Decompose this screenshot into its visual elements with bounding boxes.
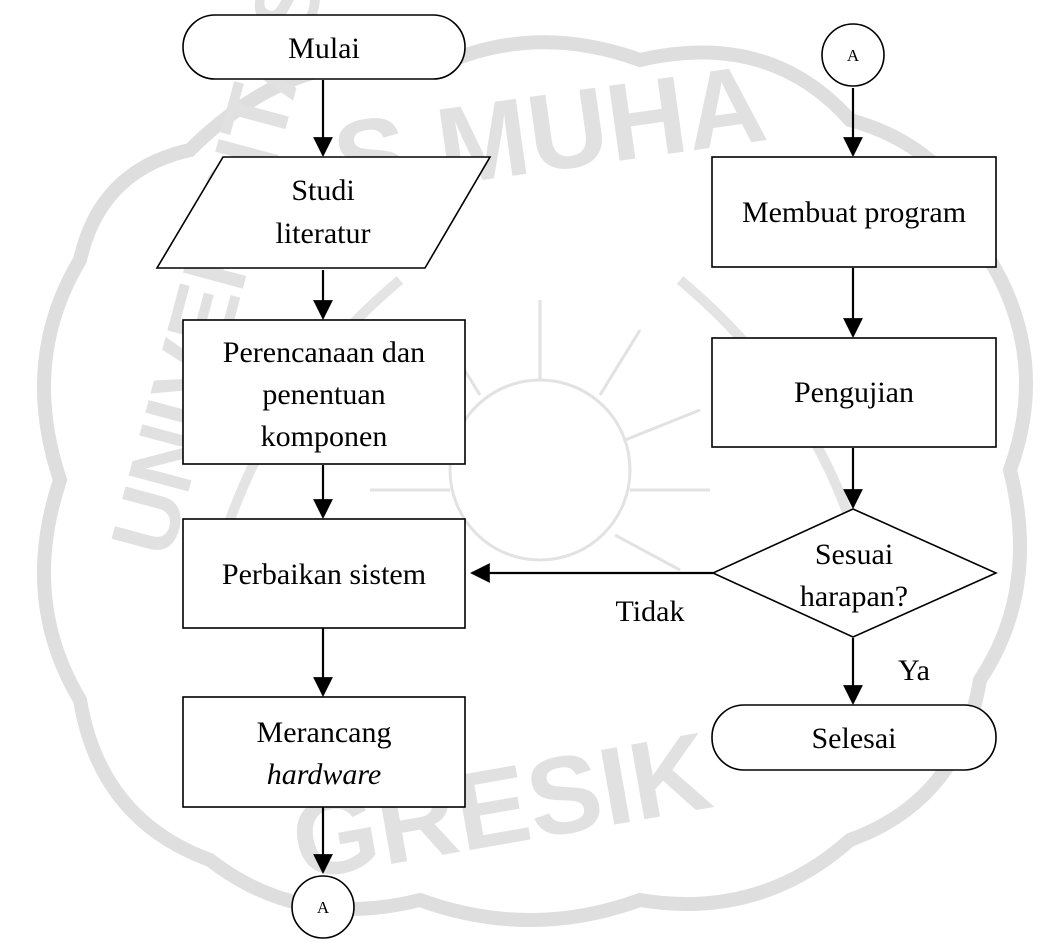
no-branch-label: Tidak bbox=[616, 595, 685, 628]
decision-label-line1: Sesuai bbox=[815, 538, 893, 571]
literature-label-line2: literatur bbox=[276, 217, 371, 250]
connector-bottom: A bbox=[291, 875, 355, 939]
connector-top-label: A bbox=[847, 46, 860, 65]
connector-bottom-label: A bbox=[317, 898, 330, 917]
testing-label: Pengujian bbox=[794, 376, 914, 409]
start-terminal: Mulai bbox=[182, 14, 466, 80]
connector-top: A bbox=[821, 23, 885, 87]
decision-diamond: Sesuai harapan? bbox=[711, 508, 998, 638]
repair-process: Perbaikan sistem bbox=[182, 518, 466, 629]
end-label: Selesai bbox=[812, 722, 897, 755]
end-terminal: Selesai bbox=[711, 704, 997, 771]
planning-label-line3: komponen bbox=[261, 420, 388, 453]
watermark-left-text: UNIVERSITAS bbox=[93, 0, 344, 565]
planning-label-line2: penentuan bbox=[262, 378, 385, 411]
planning-label-line1: Perencanaan dan bbox=[223, 336, 425, 369]
yes-branch-label: Ya bbox=[898, 654, 930, 687]
hardware-process: Merancang hardware bbox=[182, 696, 466, 808]
repair-label: Perbaikan sistem bbox=[222, 558, 426, 591]
decision-label-line2: harapan? bbox=[800, 580, 908, 613]
testing-process: Pengujian bbox=[711, 337, 997, 448]
program-process: Membuat program bbox=[711, 156, 997, 268]
program-label: Membuat program bbox=[742, 196, 966, 229]
planning-process: Perencanaan dan penentuan komponen bbox=[182, 319, 466, 465]
literature-label-line1: Studi bbox=[291, 174, 354, 207]
flow-connectors bbox=[313, 80, 863, 874]
literature-input: Studi literatur bbox=[155, 156, 492, 269]
hardware-label-line1: Merancang bbox=[257, 716, 392, 749]
hardware-label-line2: hardware bbox=[267, 758, 381, 791]
start-label: Mulai bbox=[288, 32, 360, 65]
